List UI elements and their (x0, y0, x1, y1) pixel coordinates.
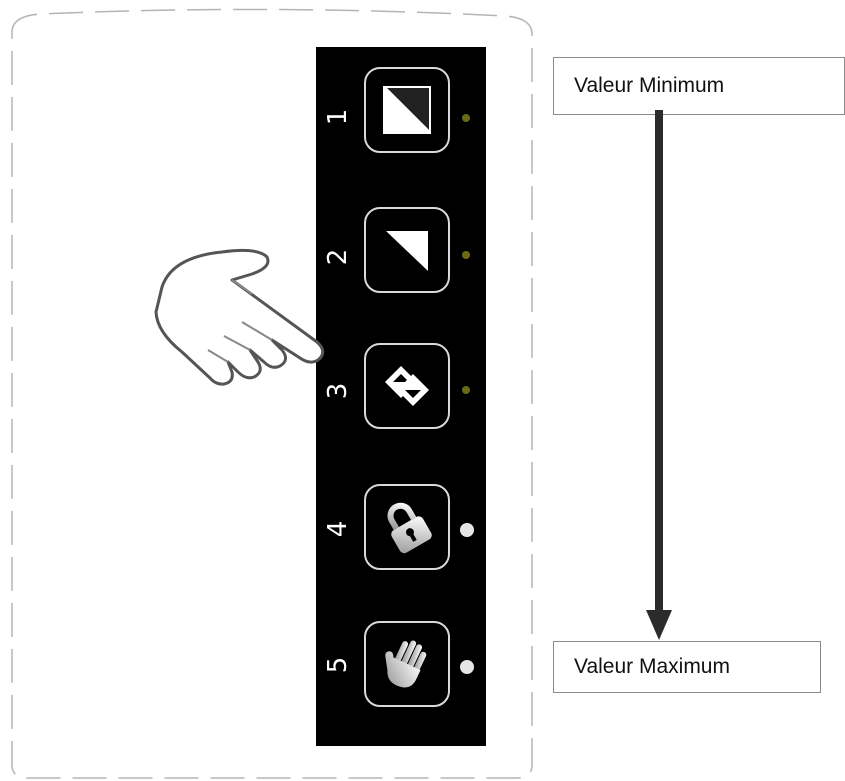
min-to-max-arrow (646, 110, 672, 640)
min-value-text: Valeur Minimum (574, 74, 725, 97)
max-value-text: Valeur Maximum (574, 655, 730, 678)
button-number-4: 4 (323, 520, 353, 538)
mode-button-1[interactable] (364, 67, 450, 153)
led-4 (460, 523, 474, 537)
led-5 (460, 660, 474, 674)
mode-button-4[interactable] (364, 484, 450, 570)
padlock-icon (379, 499, 435, 555)
mode-button-3[interactable] (364, 343, 450, 429)
button-number-5: 5 (323, 656, 353, 674)
control-panel: 1 2 3 (316, 47, 486, 746)
led-1 (462, 114, 470, 122)
pointing-hand-icon (154, 248, 325, 386)
mode-button-2[interactable] (364, 207, 450, 293)
mode-button-5[interactable] (364, 621, 450, 707)
double-diamond-arrows-icon (379, 358, 435, 414)
button-number-1: 1 (323, 108, 353, 126)
led-2 (462, 251, 470, 259)
half-triangle-square-icon (382, 85, 432, 135)
corner-triangle-icon (382, 225, 432, 275)
open-hand-icon (379, 636, 435, 692)
led-3 (462, 386, 470, 394)
min-value-label: Valeur Minimum (553, 57, 845, 115)
max-value-label: Valeur Maximum (553, 641, 821, 693)
